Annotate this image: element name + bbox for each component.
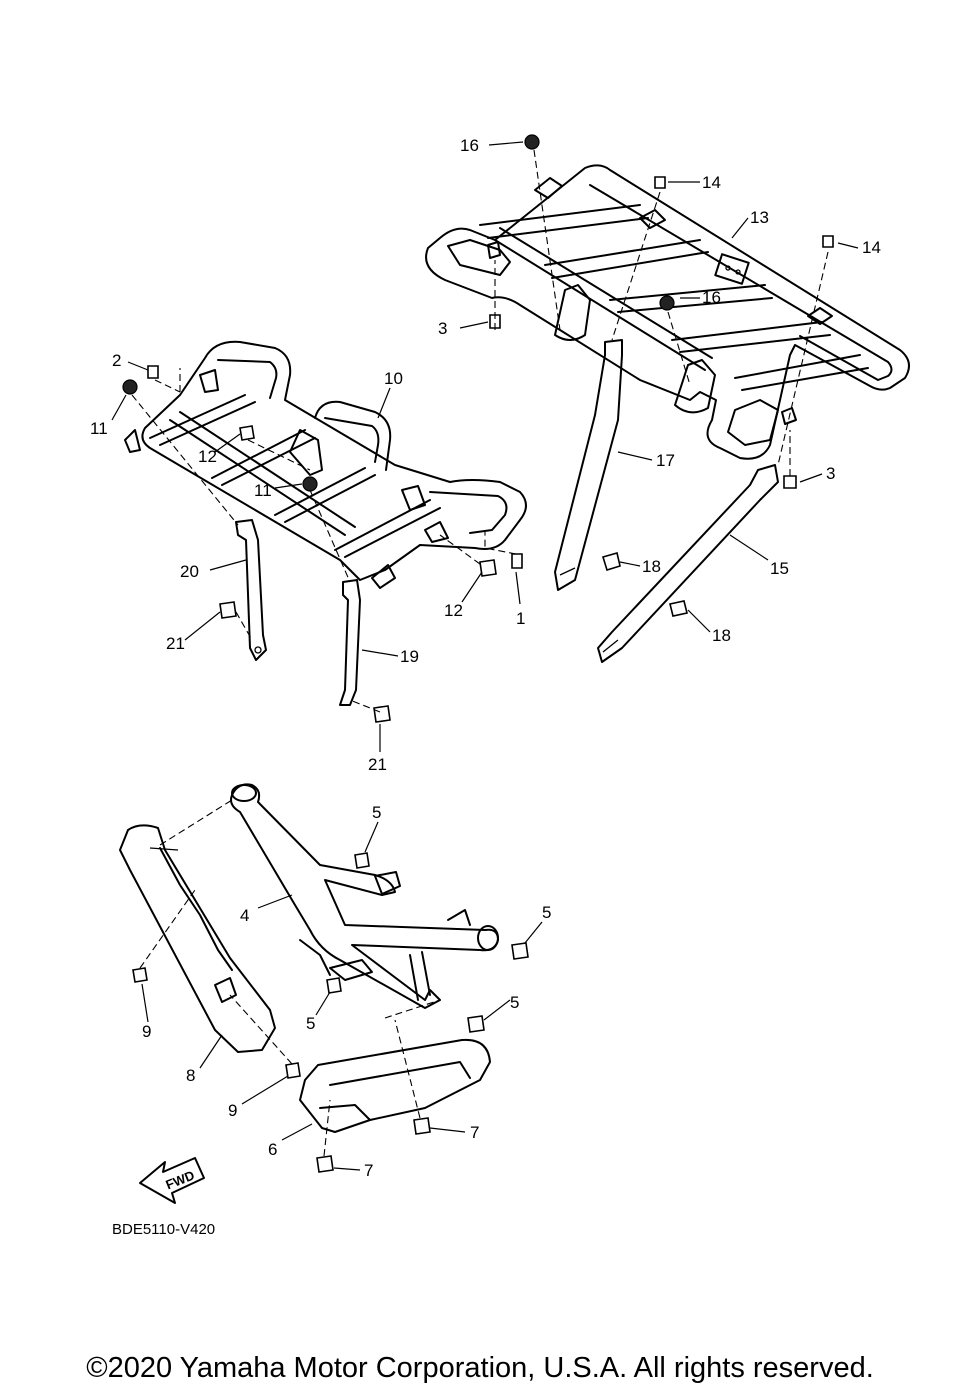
callout-5: 5 [542, 903, 551, 922]
callout-7: 7 [470, 1123, 479, 1142]
leader-lines [111, 141, 859, 1171]
callout-15: 15 [770, 559, 789, 578]
front-carrier [124, 340, 527, 589]
callout-17: 17 [656, 451, 675, 470]
guard-8 [119, 824, 276, 1053]
callout-21: 21 [368, 755, 387, 774]
rear-carrier [425, 164, 910, 460]
guard-frame [230, 783, 499, 1009]
callout-16: 16 [702, 288, 721, 307]
assembly-lines [131, 149, 829, 1157]
callout-8: 8 [186, 1066, 195, 1085]
callout-1: 1 [516, 609, 525, 628]
bolts [122, 134, 834, 1173]
copyright-notice: ©2020 Yamaha Motor Corporation, U.S.A. A… [86, 1352, 874, 1384]
diagram-code: BDE5110-V420 [112, 1221, 215, 1238]
callout-18: 18 [642, 557, 661, 576]
callout-14: 14 [702, 173, 721, 192]
callout-2: 2 [112, 351, 121, 370]
callout-5: 5 [510, 993, 519, 1012]
callout-21: 21 [166, 634, 185, 653]
callout-4: 4 [240, 906, 249, 925]
guard-6 [299, 1038, 491, 1133]
callout-10: 10 [384, 369, 403, 388]
callout-6: 6 [268, 1140, 277, 1159]
callout-5: 5 [306, 1014, 315, 1033]
callout-11: 11 [254, 481, 272, 500]
callout-7: 7 [364, 1161, 373, 1180]
callout-labels: 16 14 13 14 16 3 3 17 18 15 18 2 10 11 1… [90, 136, 881, 1180]
callout-14: 14 [862, 238, 881, 257]
callout-3: 3 [826, 464, 835, 483]
front-stay-19 [339, 579, 361, 706]
callout-20: 20 [180, 562, 199, 581]
callout-9: 9 [228, 1101, 237, 1120]
fwd-arrow: FWD [139, 1157, 205, 1204]
callout-18: 18 [712, 626, 731, 645]
callout-3: 3 [438, 319, 447, 338]
callout-13: 13 [750, 208, 769, 227]
front-stay-20 [235, 519, 267, 661]
rear-stay-17 [554, 339, 623, 591]
callout-16: 16 [460, 136, 479, 155]
callout-5: 5 [372, 803, 381, 822]
parts-diagram: FWD [90, 134, 910, 1238]
rear-stay-15 [597, 464, 779, 663]
callout-12: 12 [198, 447, 217, 466]
callout-11: 11 [90, 419, 108, 438]
callout-9: 9 [142, 1022, 151, 1041]
callout-19: 19 [400, 647, 419, 666]
callout-12: 12 [444, 601, 463, 620]
